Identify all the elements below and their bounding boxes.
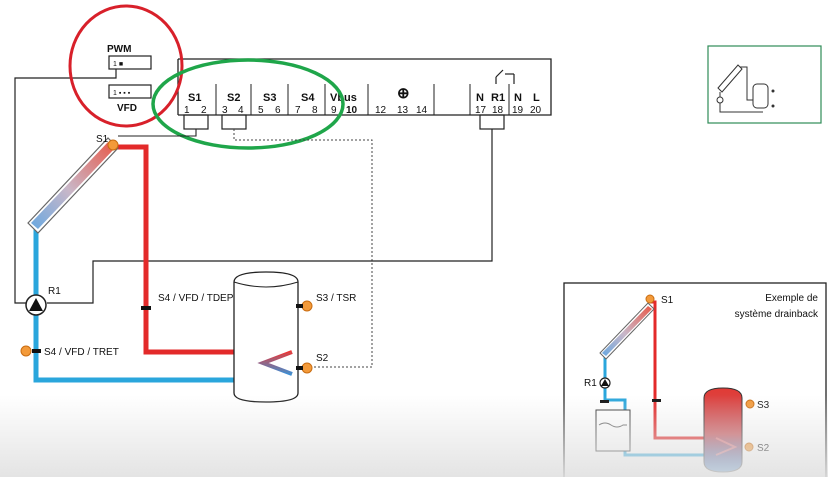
sensor-tret-dot bbox=[20, 345, 32, 357]
terminal-3: 3 bbox=[222, 105, 228, 116]
inset-r1-label: R1 bbox=[584, 378, 597, 389]
terminal-2: 2 bbox=[201, 105, 207, 116]
label-s4: S4 bbox=[301, 92, 315, 104]
terminal-8: 8 bbox=[312, 105, 318, 116]
thumbnail-pump-icon bbox=[716, 96, 724, 104]
label-s1: S1 bbox=[188, 92, 201, 104]
s2-connector bbox=[221, 114, 247, 130]
label-s2: S2 bbox=[227, 92, 240, 104]
pwm-connector bbox=[108, 55, 152, 70]
ground-icon: ⊕ bbox=[397, 85, 410, 102]
heat-exchanger-coil bbox=[257, 350, 293, 376]
sensor-s2-dot bbox=[301, 362, 313, 374]
thumbnail-diagram[interactable] bbox=[707, 45, 822, 124]
pwm-pins: 1 ■ bbox=[113, 61, 123, 68]
terminal-20: 20 bbox=[530, 105, 542, 116]
inset-title-line2: système drainback bbox=[735, 309, 819, 320]
pwm-label: PWM bbox=[107, 44, 131, 55]
sensor-s1-dot bbox=[107, 139, 119, 151]
terminal-9: 9 bbox=[331, 105, 337, 116]
terminal-7: 7 bbox=[295, 105, 301, 116]
s1-wire bbox=[118, 129, 197, 137]
s2-dotted-wire bbox=[233, 129, 373, 368]
pwm-vfd-highlight-circle bbox=[68, 4, 184, 128]
drainback-example-inset: Exemple de système drainback R1 S1 S3 S2 bbox=[563, 282, 827, 482]
inset-s3-label: S3 bbox=[757, 400, 770, 411]
terminal-17: 17 bbox=[475, 105, 487, 116]
vfd-pins: 1 ▪ ▪ ▪ bbox=[113, 90, 131, 97]
sensor-tsr-dot bbox=[301, 300, 313, 312]
terminal-13: 13 bbox=[397, 105, 409, 116]
inset-tank bbox=[703, 387, 743, 473]
sensor-s1-label: S1 bbox=[96, 134, 109, 145]
tdep-clamp bbox=[141, 306, 151, 310]
r1-pump-wire bbox=[47, 129, 493, 304]
terminal-10: 10 bbox=[346, 105, 358, 116]
sensor-s2-label: S2 bbox=[316, 353, 329, 364]
sensor-tsr-label: S3 / TSR bbox=[316, 293, 356, 304]
inset-s2-label: S2 bbox=[757, 443, 770, 454]
terminal-18: 18 bbox=[492, 105, 504, 116]
inset-sensor-s1-dot bbox=[645, 294, 655, 304]
r1-connector bbox=[479, 114, 505, 130]
terminal-19: 19 bbox=[512, 105, 524, 116]
label-s3: S3 bbox=[263, 92, 276, 104]
solar-collector bbox=[27, 137, 119, 234]
label-n2: N bbox=[514, 92, 522, 104]
vfd-label: VFD bbox=[117, 103, 137, 114]
sensor-tdep-label: S4 / VFD / TDEP bbox=[158, 293, 234, 304]
inset-sensor-s3-dot bbox=[745, 399, 755, 409]
terminal-6: 6 bbox=[275, 105, 281, 116]
vfd-connector bbox=[108, 84, 152, 99]
terminal-12: 12 bbox=[375, 105, 387, 116]
terminal-4: 4 bbox=[238, 105, 244, 116]
sensor-terminals-highlight-ellipse bbox=[151, 58, 345, 150]
terminal-14: 14 bbox=[416, 105, 428, 116]
pump-r1-label: R1 bbox=[48, 286, 61, 297]
terminal-block-outline bbox=[178, 58, 552, 116]
relay-switch-icon bbox=[495, 69, 515, 84]
pwm-vfd-connectors: PWM 1 ■ 1 ▪ ▪ ▪ VFD bbox=[14, 44, 152, 304]
solar-loop: R1 S1 S4 / VFD / TDEP S4 / VFD / TRET S3… bbox=[20, 134, 356, 403]
storage-tank bbox=[233, 271, 299, 403]
pump-r1 bbox=[25, 294, 47, 316]
inset-collector bbox=[602, 306, 652, 356]
hot-flow-pipe bbox=[113, 144, 292, 355]
terminal-5: 5 bbox=[258, 105, 264, 116]
controller-terminal-block: S1 S2 S3 S4 Vbus N R1 N L ⊕ 1 2 3 4 5 6 … bbox=[177, 58, 552, 130]
inset-title-line1: Exemple de bbox=[765, 293, 818, 304]
terminal-1: 1 bbox=[184, 105, 190, 116]
label-l: L bbox=[533, 92, 540, 104]
s1-connector bbox=[183, 114, 209, 130]
inset-drainback-vessel bbox=[595, 409, 631, 452]
thumbnail-tank bbox=[752, 83, 769, 109]
sensor-tret-label: S4 / VFD / TRET bbox=[44, 347, 119, 358]
inset-sensor-s2-dot bbox=[744, 442, 754, 452]
signal-wiring bbox=[47, 129, 493, 368]
label-n1: N bbox=[476, 92, 484, 104]
label-r1: R1 bbox=[491, 92, 505, 104]
pwm-wire bbox=[14, 69, 117, 304]
inset-s1-label: S1 bbox=[661, 295, 674, 306]
